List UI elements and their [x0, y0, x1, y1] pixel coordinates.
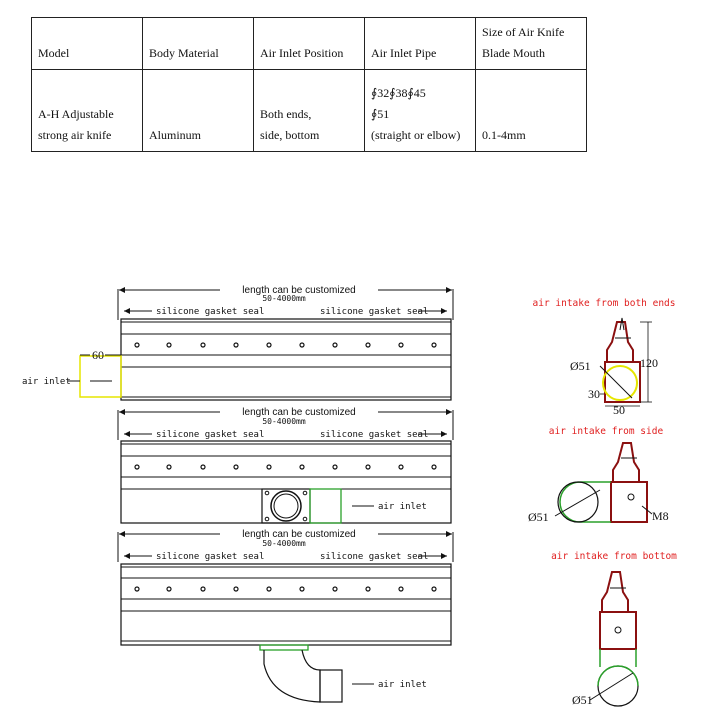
length-range: 50-4000mm	[262, 539, 306, 548]
dim-diameter-bottom: Ø51	[572, 693, 593, 707]
side-inlet-flange	[261, 488, 342, 524]
table-header-row: Model Body Material Air Inlet Position A…	[31, 17, 587, 70]
length-label: length can be customized	[242, 529, 355, 540]
length-range: 50-4000mm	[262, 294, 306, 303]
cell-air-inlet-pipe: ∮32∮38∮45 ∮51 (straight or elbow)	[364, 69, 476, 152]
length-label: length can be customized	[242, 407, 355, 418]
table-row: A-H Adjustable strong air knife Aluminum…	[31, 69, 587, 152]
bolt-row	[134, 586, 437, 592]
section-title-both-ends: air intake from both ends	[533, 298, 676, 309]
section-title-side: air intake from side	[549, 426, 664, 437]
knife-body	[120, 563, 452, 646]
cell-text: strong air knife	[38, 128, 112, 142]
view-side: length can be customized 50-4000mm silic…	[117, 407, 454, 524]
header-text: Size of Air Knife	[482, 25, 565, 39]
gasket-label-left: silicone gasket seal	[156, 430, 264, 440]
gasket-label-left: silicone gasket seal	[156, 307, 264, 317]
cell-text: (straight or elbow)	[371, 128, 461, 142]
cell-air-inlet-position: Both ends, side, bottom	[253, 69, 365, 152]
section-bottom: air intake from bottom Ø51	[551, 551, 677, 707]
header-text: Air Inlet Pipe	[371, 46, 437, 60]
header-body-material: Body Material	[142, 17, 254, 70]
section-title-bottom: air intake from bottom	[551, 551, 677, 562]
gasket-label-left: silicone gasket seal	[156, 552, 264, 562]
air-inlet-label-2: air inlet	[378, 502, 427, 512]
cell-text: Aluminum	[149, 128, 202, 142]
header-text: Blade Mouth	[482, 46, 545, 60]
bottom-elbow-inlet	[259, 644, 343, 703]
end-inlet-pipe	[79, 355, 122, 398]
bolt-row	[134, 464, 437, 470]
cell-text: 0.1-4mm	[482, 128, 526, 142]
section-both-ends: air intake from both ends 120 Ø51 30 50	[533, 298, 676, 417]
cell-text: ∮51	[371, 107, 390, 121]
cell-text: A-H Adjustable	[38, 107, 114, 121]
knife-body	[120, 318, 452, 401]
end-inlet-dim: 60	[92, 348, 104, 362]
gasket-label-right: silicone gasket seal	[320, 430, 428, 440]
header-blade-mouth: Size of Air Knife Blade Mouth	[475, 17, 587, 70]
dim-diameter: Ø51	[570, 359, 591, 373]
header-text: Air Inlet Position	[260, 46, 344, 60]
spec-table: Model Body Material Air Inlet Position A…	[31, 17, 587, 152]
length-range: 50-4000mm	[262, 417, 306, 426]
length-label: length can be customized	[242, 285, 355, 296]
bolt-row	[134, 342, 437, 348]
cell-text: ∮32∮38∮45	[371, 86, 426, 100]
cell-text: side, bottom	[260, 128, 320, 142]
header-text: Model	[38, 46, 70, 60]
view-bottom: length can be customized 50-4000mm silic…	[117, 529, 454, 703]
cell-blade-mouth: 0.1-4mm	[475, 69, 587, 152]
gasket-label-right: silicone gasket seal	[320, 307, 428, 317]
section-side: air intake from side Ø51 M8	[528, 426, 669, 524]
dim-diameter-side: Ø51	[528, 510, 549, 524]
dim-offset: 30	[588, 387, 600, 401]
cell-text: Both ends,	[260, 107, 312, 121]
cell-model: A-H Adjustable strong air knife	[31, 69, 143, 152]
view-both-ends: length can be customized 50-4000mm silic…	[22, 285, 454, 401]
cell-body-material: Aluminum	[142, 69, 254, 152]
air-inlet-label-1: air inlet	[22, 377, 71, 387]
dim-height: 120	[640, 356, 658, 370]
dim-thread: M8	[652, 509, 669, 523]
header-air-inlet-pipe: Air Inlet Pipe	[364, 17, 476, 70]
gasket-label-right: silicone gasket seal	[320, 552, 428, 562]
header-text: Body Material	[149, 46, 219, 60]
header-model: Model	[31, 17, 143, 70]
dim-width: 50	[613, 403, 625, 417]
air-inlet-label-3: air inlet	[378, 680, 427, 690]
